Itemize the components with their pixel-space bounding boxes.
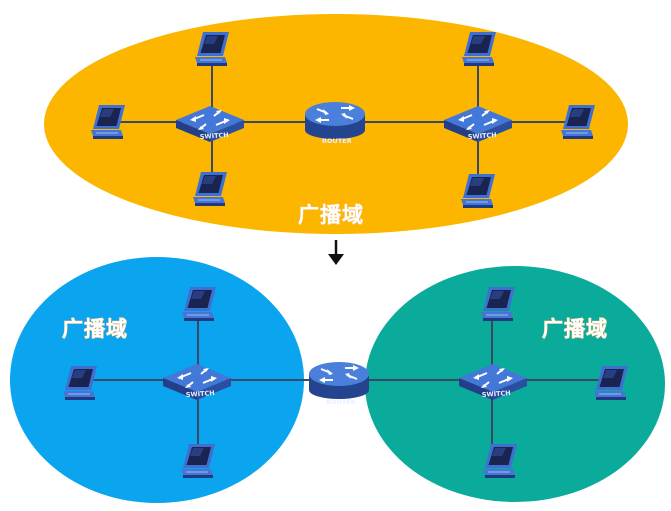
bottom-right-switch-label: SWITCH bbox=[482, 389, 511, 399]
top-router-icon bbox=[304, 101, 366, 140]
bottom-router-icon bbox=[308, 361, 370, 400]
top-left-switch-label: SWITCH bbox=[200, 131, 229, 141]
bottom-left-switch-label: SWITCH bbox=[186, 389, 215, 399]
bottom-router-label: ROUTER bbox=[326, 398, 356, 406]
bottom-left-domain-label: 广播域 bbox=[62, 317, 128, 341]
down-arrow-icon bbox=[328, 240, 344, 265]
bottom-right-domain-label: 广播域 bbox=[542, 317, 608, 341]
top-domain-label: 广播域 bbox=[298, 203, 364, 227]
top-right-switch-label: SWITCH bbox=[468, 131, 497, 141]
top-router-label: ROUTER bbox=[322, 137, 352, 145]
